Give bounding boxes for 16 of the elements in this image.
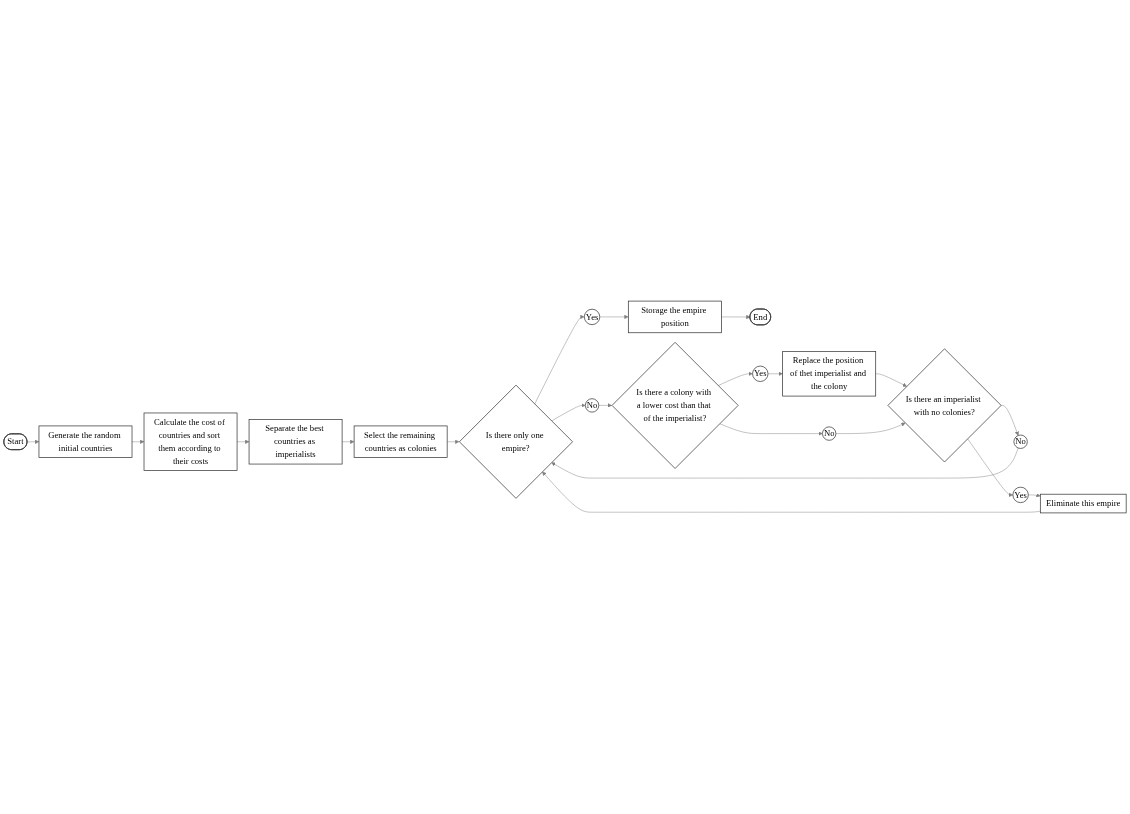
node-circle: No bbox=[585, 398, 600, 413]
node-box: Separate the best countries as imperialists bbox=[248, 419, 343, 465]
node-box: Calculate the cost of countries and sort them according to their costs bbox=[143, 412, 238, 471]
node-box: Generate the random initial countries bbox=[38, 425, 133, 458]
node-circle: Yes bbox=[752, 365, 769, 382]
node-box: Select the remaining countries as colonies bbox=[353, 425, 448, 458]
node-circle: No bbox=[1013, 434, 1028, 449]
node-box: Eliminate this empire bbox=[1039, 493, 1127, 514]
node-diamond: Is there an imperialist with no colonies? bbox=[887, 348, 1002, 463]
node-diamond: Is there a colony with a lower cost than that of the imperialist? bbox=[611, 341, 739, 469]
node-diamond: Is there only one empire? bbox=[459, 384, 573, 499]
node-box: Replace the position of thet imperialist and the colony bbox=[782, 351, 877, 397]
node-circle: Yes bbox=[584, 308, 601, 325]
node-box: Storage the empire position bbox=[627, 300, 722, 334]
node-circle: Yes bbox=[1012, 486, 1029, 503]
node-circle: No bbox=[822, 426, 837, 441]
